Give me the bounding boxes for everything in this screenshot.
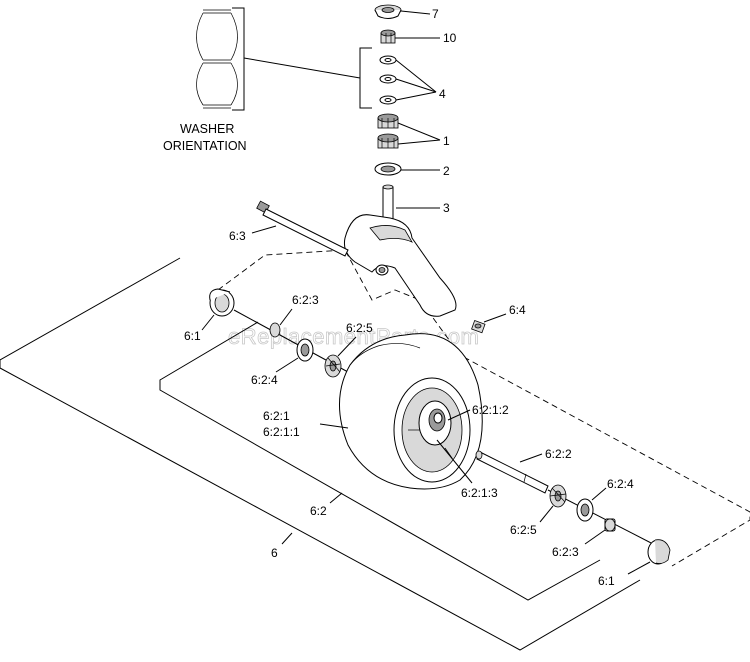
part-6-3-bolt	[256, 200, 349, 257]
outline-6-2	[159, 321, 601, 601]
callout-3: 3	[443, 201, 450, 215]
callout-6-2-2: 6:2:2	[545, 447, 572, 461]
washer-orientation-line2: ORIENTATION	[163, 139, 247, 153]
callout-1: 1	[443, 134, 450, 148]
part-6-2-5-left-bearing	[324, 354, 342, 378]
part-6-1-left-spacer	[209, 288, 235, 317]
part-6-2-4-left-seal	[296, 338, 314, 362]
washer-stack-icon	[196, 9, 238, 109]
washer-orientation-line1: WASHER	[180, 122, 234, 136]
callout-7: 7	[432, 7, 439, 21]
callout-6-2-1-2: 6:2:1:2	[472, 403, 509, 417]
part-6-2-2-axle	[475, 450, 549, 494]
callout-6-2-3-left: 6:2:3	[292, 293, 319, 307]
callout-10: 10	[443, 31, 457, 45]
callout-6-1-left: 6:1	[184, 329, 201, 343]
callout-6-3: 6:3	[229, 229, 246, 243]
callout-6-2-1: 6:2:1	[263, 409, 290, 423]
part-3-caster-fork	[344, 184, 457, 317]
part-6-2-5-right-bearing	[549, 484, 567, 508]
part-6-2-1-wheel-assembly	[339, 333, 483, 490]
callout-6-2-1-1: 6:2:1:1	[263, 425, 300, 439]
callout-6-1-right: 6:1	[598, 574, 615, 588]
part-2-seal	[374, 162, 402, 176]
callout-6-4: 6:4	[509, 303, 526, 317]
washer-bracket	[232, 7, 245, 111]
part-6-2-3-left-bushing	[269, 322, 281, 338]
callout-6-2-5-right: 6:2:5	[510, 523, 537, 537]
dashed-boundary	[217, 249, 750, 567]
callout-6-2: 6:2	[310, 504, 327, 518]
callout-2: 2	[443, 164, 450, 178]
part-6-2-3-right-bushing	[604, 518, 616, 532]
outline-6	[0, 257, 641, 651]
callout-6-2-3-right: 6:2:3	[552, 545, 579, 559]
callout-6-2-5-left: 6:2:5	[346, 321, 373, 335]
part-7-cap	[374, 4, 402, 19]
washer-4-bracket	[359, 47, 372, 109]
callout-6-2-1-3: 6:2:1:3	[461, 486, 498, 500]
callout-4: 4	[439, 87, 446, 101]
part-6-1-right-spacer	[647, 539, 671, 565]
callout-6: 6	[271, 546, 278, 560]
part-6-4-nut	[471, 320, 486, 334]
part-4-washers	[379, 55, 397, 105]
part-1-bearings	[377, 113, 399, 149]
callout-6-2-4-right: 6:2:4	[607, 477, 634, 491]
washer-orientation-group: WASHER ORIENTATION	[163, 7, 372, 153]
callout-6-2-4-left: 6:2:4	[251, 373, 278, 387]
part-6-2-4-right-seal	[576, 498, 594, 522]
part-10-nut	[380, 29, 396, 44]
